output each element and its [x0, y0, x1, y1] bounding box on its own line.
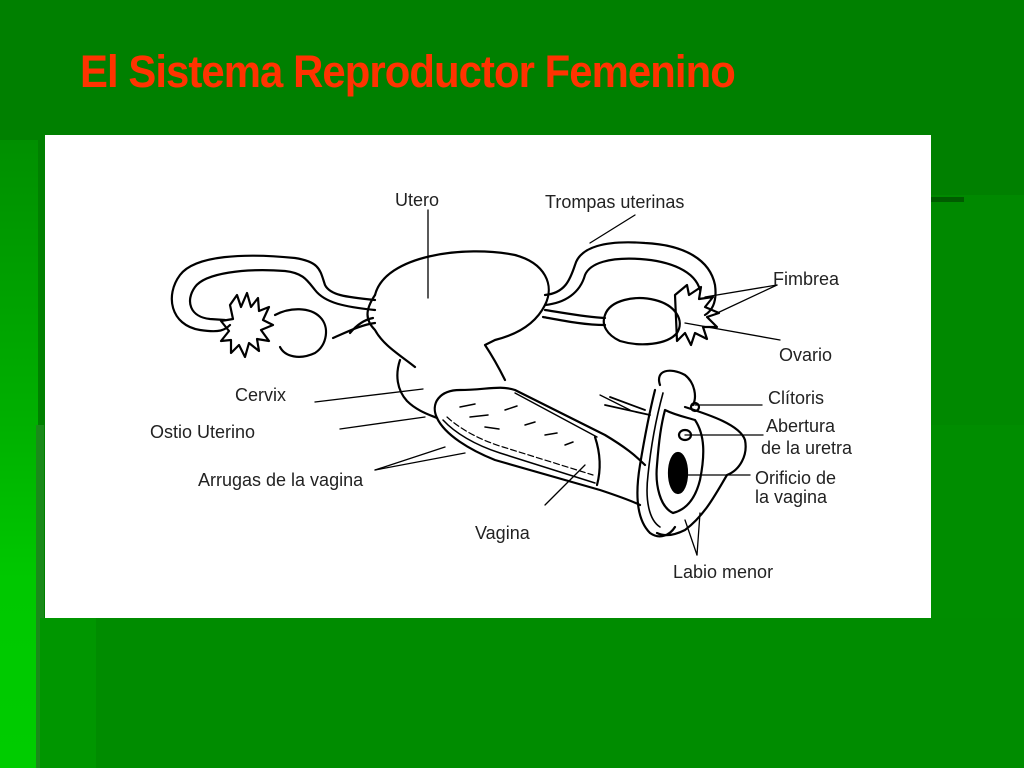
clitoris-glans: [689, 401, 701, 413]
label-vagina: Vagina: [475, 523, 530, 543]
clitoral-hood: [657, 369, 696, 407]
reproductive-system-diagram: [170, 209, 781, 556]
label-cervix: Cervix: [235, 385, 287, 405]
label-utero: Utero: [395, 190, 440, 210]
vagina-cut-edge: [593, 435, 601, 487]
background-left-accent: [36, 425, 44, 768]
background-right-accent-bar: [931, 197, 964, 202]
leader-lines: [314, 209, 781, 556]
background-lower-block: [40, 618, 1024, 768]
left-ovary: [273, 308, 328, 358]
label-arrugas-vagina: Arrugas de la vagina: [198, 470, 364, 490]
label-ovario: Ovario: [779, 345, 833, 365]
right-tube-outer: [543, 241, 717, 317]
label-fimbrea: Fimbrea: [773, 269, 840, 289]
vaginal-orifice: [667, 451, 689, 495]
label-labio-menor: Labio menor: [673, 562, 774, 582]
label-trompas-uterinas: Trompas uterinas: [545, 192, 685, 212]
labia-minora: [655, 408, 705, 515]
background-lower-accent: [40, 618, 96, 768]
label-clitoris: Clítoris: [768, 388, 825, 408]
label-orificio-vagina-2: la vagina: [755, 487, 828, 507]
label-abertura-uretra-1: Abertura: [766, 416, 836, 436]
label-orificio-vagina-1: Orificio de: [755, 468, 837, 488]
right-fimbriae: [673, 283, 721, 347]
cervix-outline: [396, 358, 439, 420]
diagram-panel: Utero Trompas uterinas Fimbrea Ovario Ce…: [45, 135, 931, 618]
vagina-lower-wall: [435, 416, 642, 507]
left-tube-outer: [170, 254, 377, 333]
left-fimbriae: [219, 291, 275, 359]
background-left-strip: [0, 140, 38, 768]
slide-title: El Sistema Reproductor Femenino: [80, 46, 736, 97]
uterus-outline-left: [366, 293, 417, 369]
label-abertura-uretra-2: de la uretra: [761, 438, 853, 458]
vagina-upper-wall: [433, 386, 647, 467]
right-ovary: [602, 297, 681, 346]
label-ostio-uterino: Ostio Uterino: [150, 422, 256, 442]
uterus-outline-right: [373, 250, 550, 382]
left-tube-inner: [188, 269, 377, 322]
right-tube-inner: [543, 257, 702, 307]
